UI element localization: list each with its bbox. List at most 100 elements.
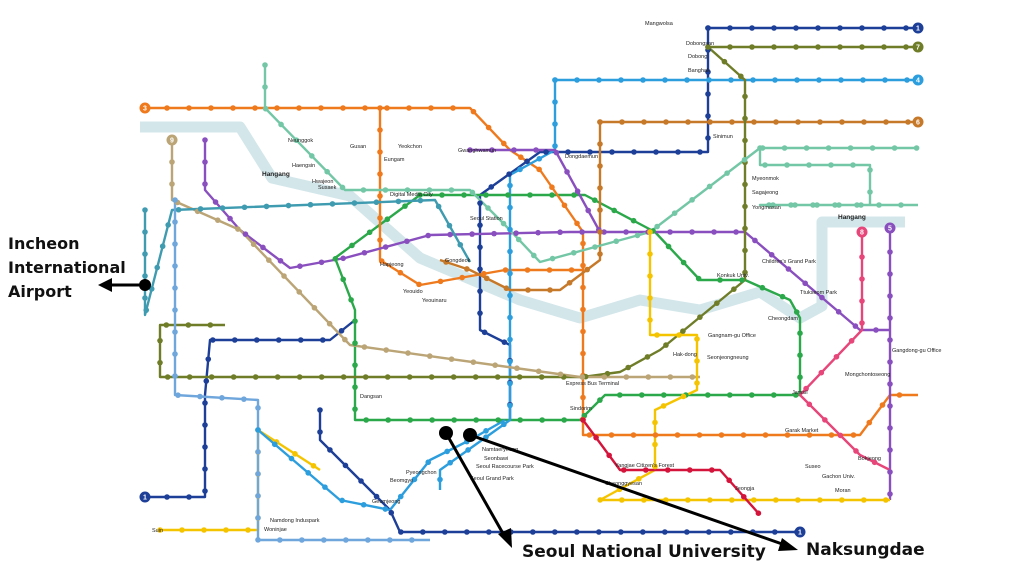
station-dot[interactable] xyxy=(597,251,603,257)
station-label[interactable]: Gangnam-gu Office xyxy=(708,333,756,339)
station-dot[interactable] xyxy=(164,374,171,380)
station-dot[interactable] xyxy=(749,25,755,31)
station-dot[interactable] xyxy=(742,247,748,254)
station-dot[interactable] xyxy=(397,493,404,500)
station-dot[interactable] xyxy=(817,497,823,503)
station-dot[interactable] xyxy=(425,232,431,239)
station-label[interactable]: Namdong Induspark xyxy=(270,518,320,524)
station-dot[interactable] xyxy=(883,119,889,125)
station-dot[interactable] xyxy=(675,149,681,155)
station-dot[interactable] xyxy=(348,297,354,303)
station-dot[interactable] xyxy=(674,432,681,438)
station-dot[interactable] xyxy=(285,202,292,209)
station-dot[interactable] xyxy=(362,374,369,380)
station-dot[interactable] xyxy=(317,407,323,413)
station-dot[interactable] xyxy=(793,44,799,50)
station-dot[interactable] xyxy=(661,392,667,398)
station-dot[interactable] xyxy=(647,273,653,279)
station-dot[interactable] xyxy=(288,455,295,462)
station-label[interactable]: Suseo xyxy=(805,464,821,470)
station-dot[interactable] xyxy=(382,187,389,193)
station-dot[interactable] xyxy=(469,189,476,196)
station-dot[interactable] xyxy=(437,278,444,285)
station-dot[interactable] xyxy=(706,529,712,535)
station-dot[interactable] xyxy=(793,25,799,31)
station-dot[interactable] xyxy=(185,322,192,328)
station-dot[interactable] xyxy=(773,119,779,125)
station-dot[interactable] xyxy=(179,527,185,533)
station-dot[interactable] xyxy=(742,181,748,188)
station-dot[interactable] xyxy=(465,447,471,453)
station-dot[interactable] xyxy=(706,183,713,190)
station-label[interactable]: Seoul Racecourse Park xyxy=(476,464,534,470)
station-dot[interactable] xyxy=(517,166,523,173)
station-dot[interactable] xyxy=(631,149,637,155)
station-dot[interactable] xyxy=(245,527,251,533)
station-dot[interactable] xyxy=(488,184,495,190)
station-dot[interactable] xyxy=(175,206,182,213)
station-dot[interactable] xyxy=(689,374,696,380)
station-dot[interactable] xyxy=(802,280,808,287)
station-dot[interactable] xyxy=(175,392,181,398)
station-dot[interactable] xyxy=(597,397,603,403)
station-dot[interactable] xyxy=(652,463,658,470)
station-dot[interactable] xyxy=(553,149,560,156)
station-dot[interactable] xyxy=(358,478,364,484)
station-dot[interactable] xyxy=(339,497,345,504)
station-dot[interactable] xyxy=(718,432,725,438)
station-dot[interactable] xyxy=(324,168,330,175)
station-dot[interactable] xyxy=(680,259,687,266)
station-dot[interactable] xyxy=(292,451,298,457)
station-dot[interactable] xyxy=(250,241,257,248)
station-dot[interactable] xyxy=(281,273,287,279)
station-dot[interactable] xyxy=(867,189,873,195)
station-dot[interactable] xyxy=(580,306,586,313)
station-label[interactable]: Jeongja xyxy=(735,486,755,492)
station-dot[interactable] xyxy=(203,378,210,384)
station-dot[interactable] xyxy=(402,203,408,209)
station-dot[interactable] xyxy=(742,269,748,276)
station-dot[interactable] xyxy=(157,337,163,344)
station-dot[interactable] xyxy=(613,238,620,245)
station-dot[interactable] xyxy=(707,119,713,125)
station-dot[interactable] xyxy=(793,392,799,398)
station-dot[interactable] xyxy=(847,145,854,151)
station-dot[interactable] xyxy=(835,309,842,315)
station-label[interactable]: Garak Market xyxy=(785,428,819,434)
station-dot[interactable] xyxy=(318,259,325,266)
station-dot[interactable] xyxy=(502,267,509,273)
station-dot[interactable] xyxy=(647,317,653,323)
station-dot[interactable] xyxy=(552,99,558,105)
station-dot[interactable] xyxy=(667,374,674,380)
station-dot[interactable] xyxy=(507,182,513,189)
station-dot[interactable] xyxy=(447,231,453,238)
station-dot[interactable] xyxy=(437,476,443,483)
station-dot[interactable] xyxy=(887,249,893,255)
station-dot[interactable] xyxy=(887,425,893,431)
station-dot[interactable] xyxy=(442,529,448,535)
station-dot[interactable] xyxy=(630,432,637,438)
station-dot[interactable] xyxy=(792,202,798,208)
station-dot[interactable] xyxy=(209,337,216,343)
station-dot[interactable] xyxy=(255,537,261,543)
station-dot[interactable] xyxy=(327,447,333,453)
station-dot[interactable] xyxy=(697,149,703,155)
station-dot[interactable] xyxy=(186,374,193,380)
station-label[interactable]: Eungam xyxy=(384,157,405,163)
station-dot[interactable] xyxy=(634,232,641,239)
station-dot[interactable] xyxy=(527,192,533,198)
station-dot[interactable] xyxy=(186,494,192,500)
station-dot[interactable] xyxy=(461,192,467,198)
station-dot[interactable] xyxy=(694,358,700,364)
station-dot[interactable] xyxy=(352,340,358,346)
station-dot[interactable] xyxy=(705,91,711,97)
station-label[interactable]: Yeokchon xyxy=(398,144,422,150)
station-dot[interactable] xyxy=(501,421,507,428)
station-dot[interactable] xyxy=(142,251,148,257)
station-dot[interactable] xyxy=(579,374,586,380)
station-label[interactable]: Dobongsan xyxy=(686,41,714,47)
station-dot[interactable] xyxy=(903,25,909,31)
station-dot[interactable] xyxy=(293,137,300,144)
station-dot[interactable] xyxy=(850,432,857,438)
station-dot[interactable] xyxy=(417,192,423,198)
